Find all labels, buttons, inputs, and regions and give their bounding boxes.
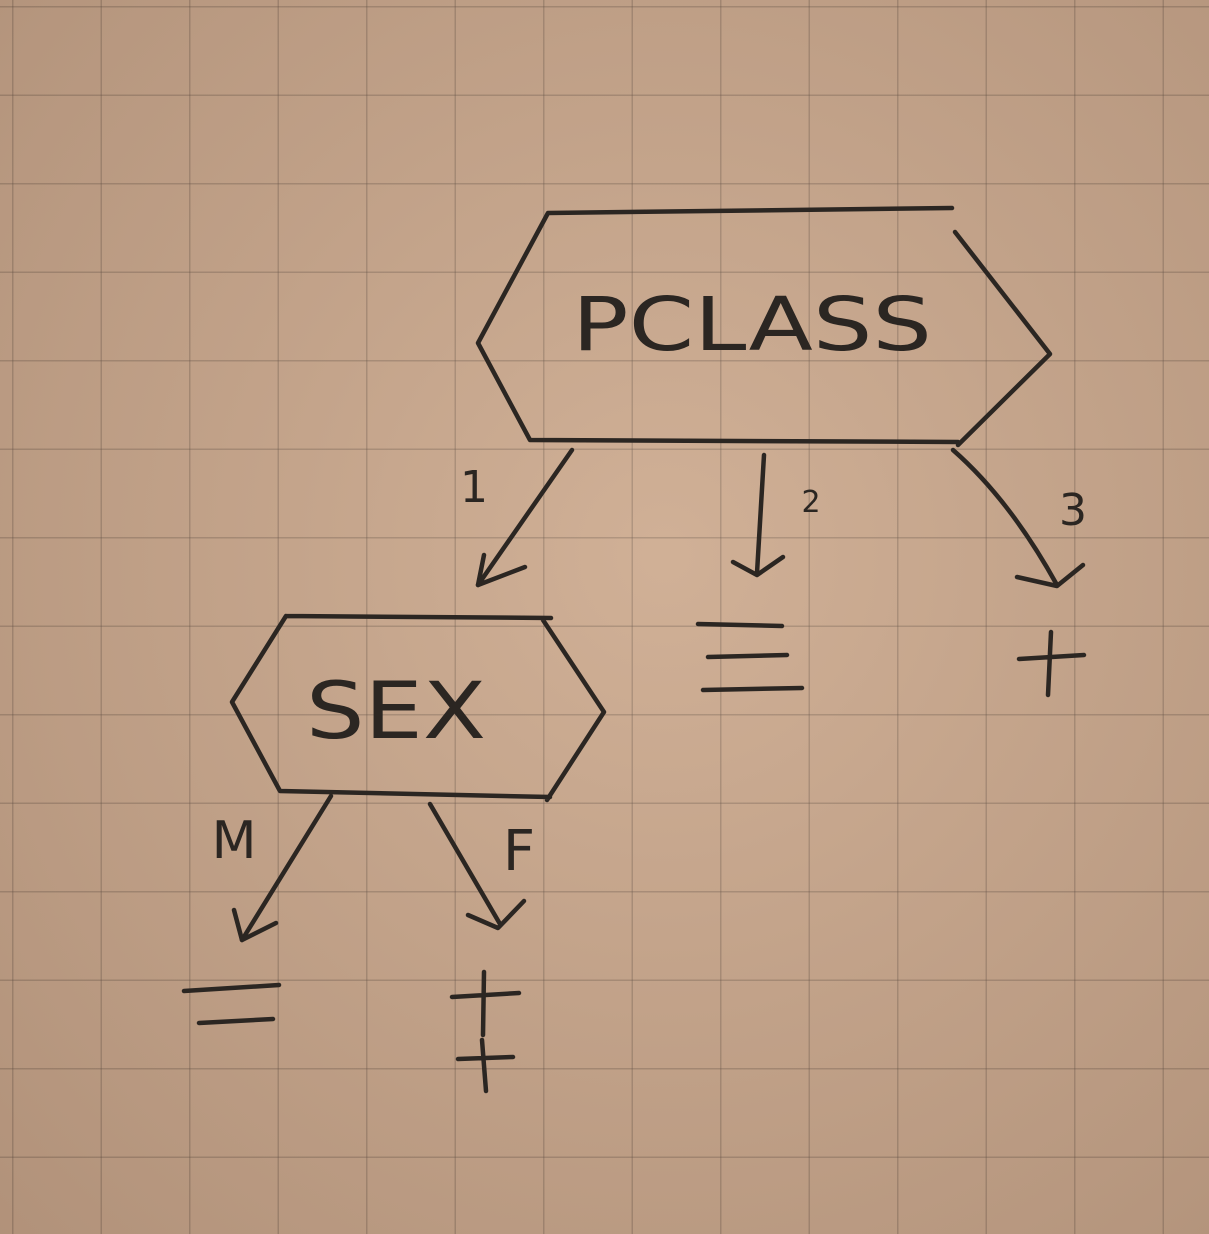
branch-2-arrowhead	[730, 554, 786, 578]
class-2-outcome-value: =	[750, 659, 751, 661]
class-2-outcome: =	[695, 621, 805, 693]
branch-1: 1	[460, 447, 575, 588]
branch-m-label: M	[212, 811, 257, 871]
male-outcome: =	[181, 982, 282, 1026]
male-outcome-marks	[181, 982, 282, 1026]
branch-f-label: F	[503, 819, 535, 884]
branch-3-label: 3	[1059, 485, 1087, 536]
class-3-outcome: +	[1016, 629, 1087, 698]
branch-3: 3	[950, 447, 1087, 589]
branch-m-arrowhead	[231, 907, 279, 943]
branch-1-arrowhead	[475, 552, 528, 588]
sex-node-label: SEX	[306, 667, 486, 757]
branch-1-label: 1	[460, 462, 488, 513]
branch-1-line	[475, 447, 575, 588]
branch-2: 2	[730, 452, 821, 578]
class-2-outcome-marks	[695, 621, 805, 693]
female-outcome-marks	[449, 969, 522, 1094]
male-outcome-value: =	[230, 1004, 231, 1006]
branch-2-line	[754, 452, 767, 576]
pclass-node: PCLASS	[475, 205, 1053, 448]
pclass-node-outline	[475, 205, 1053, 448]
branch-f-arrowhead	[465, 898, 527, 931]
pclass-node-label: PCLASS	[572, 282, 932, 368]
branch-2-label: 2	[801, 485, 820, 520]
class-3-outcome-marks	[1016, 629, 1087, 698]
branch-m-line	[239, 793, 334, 943]
sex-node: SEX	[229, 613, 607, 803]
sex-node-outline	[229, 613, 607, 803]
branch-3-line	[950, 447, 1060, 588]
female-outcome: ++	[449, 969, 522, 1094]
branch-3-arrowhead	[1014, 562, 1086, 589]
branch-f-line	[427, 801, 503, 927]
branch-m: M	[212, 793, 334, 943]
branch-f: F	[427, 801, 535, 931]
